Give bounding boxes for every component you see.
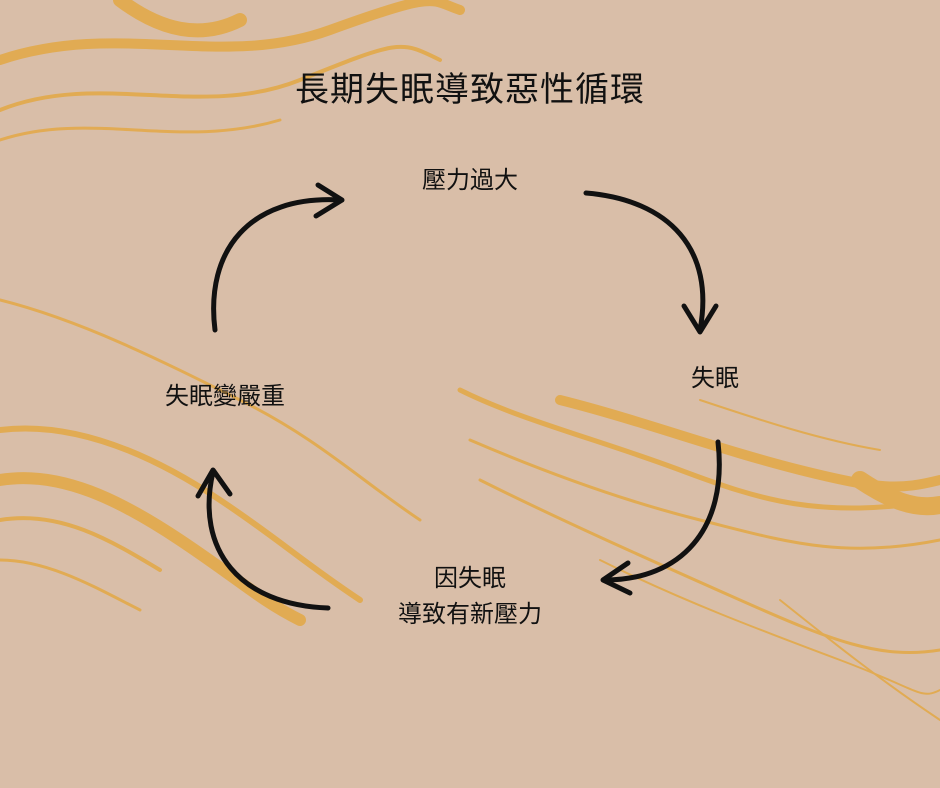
node-label: 失眠 <box>691 364 739 392</box>
arrow-new-stress-to-worse <box>195 467 331 611</box>
node-label: 因失眠 <box>434 564 506 592</box>
node-stress: 壓力過大 <box>370 162 570 198</box>
node-new-stress: 因失眠導致有新壓力 <box>360 560 580 632</box>
diagram-title: 長期失眠導致惡性循環 <box>295 70 645 110</box>
node-insomnia: 失眠 <box>650 360 780 396</box>
node-label: 失眠變嚴重 <box>165 382 285 410</box>
arrow-stress-to-insomnia <box>583 190 719 335</box>
arrow-insomnia-to-new-stress <box>600 439 722 596</box>
node-worse-insomnia: 失眠變嚴重 <box>120 378 330 414</box>
node-label: 導致有新壓力 <box>398 600 542 628</box>
arrow-worse-to-stress <box>211 182 345 333</box>
node-label: 壓力過大 <box>422 166 518 194</box>
